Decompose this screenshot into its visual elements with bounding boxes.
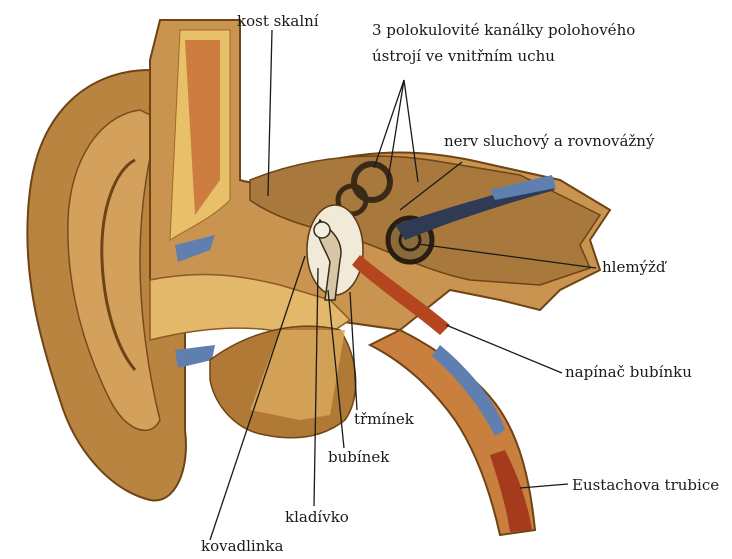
leader-napinac bbox=[446, 325, 562, 373]
label-kost-skalni: kost skalní bbox=[237, 12, 319, 30]
label-trminek: třmínek bbox=[354, 410, 414, 428]
label-kanalky-line1: 3 polokulovité kanálky polohového bbox=[372, 21, 635, 39]
leader-kost-skalni bbox=[268, 30, 272, 196]
label-kovadlinka: kovadlinka bbox=[201, 537, 283, 555]
malleus-head bbox=[314, 222, 330, 238]
label-nerv: nerv sluchový a rovnovážný bbox=[444, 132, 654, 150]
label-hlemyzd: hlemýžď bbox=[602, 258, 666, 276]
label-kladivko: kladívko bbox=[285, 508, 349, 526]
label-bubinek: bubínek bbox=[328, 448, 389, 466]
label-kanalky-line2: ústrojí ve vnitřním uchu bbox=[372, 47, 555, 65]
label-napinac: napínač bubínku bbox=[565, 363, 692, 381]
label-eustachova: Eustachova trubice bbox=[572, 476, 719, 494]
